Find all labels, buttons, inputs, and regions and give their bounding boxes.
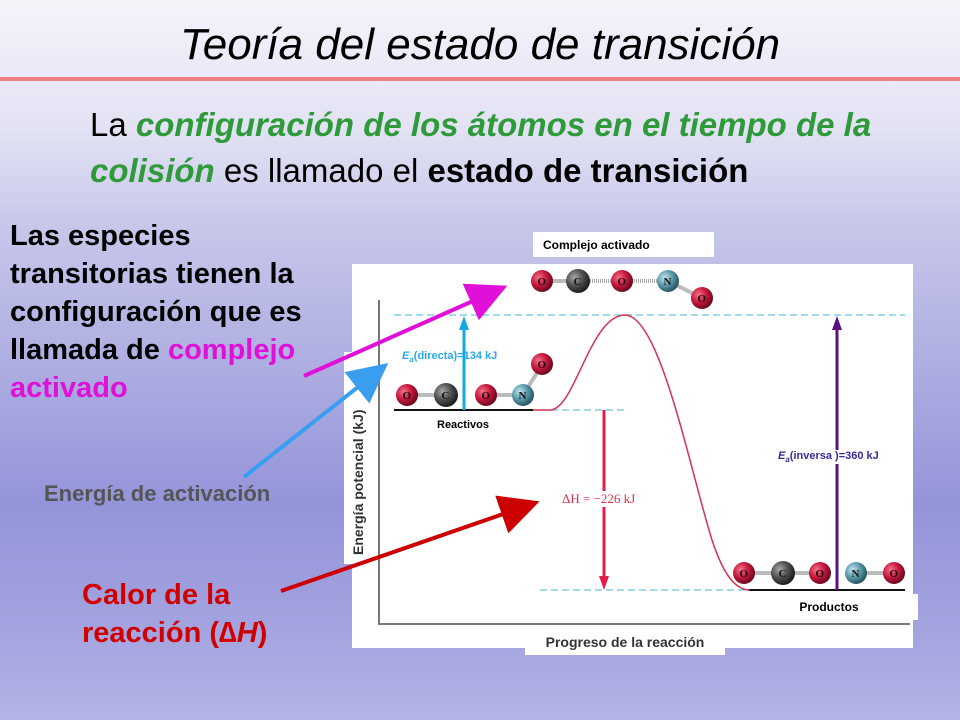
activated-complex-description: Las especies transitorias tienen la conf… — [10, 217, 310, 407]
ea-forward-value: (directa)=134 kJ — [413, 350, 498, 362]
svg-text:C: C — [574, 276, 582, 288]
atom-oxygen-icon: O — [396, 384, 418, 406]
svg-text:C: C — [779, 568, 787, 580]
slide-title: Teoría del estado de transición — [179, 20, 781, 69]
ea-subscript: a — [785, 455, 790, 465]
intro-middle: es llamado el — [214, 152, 428, 189]
svg-text:O: O — [740, 568, 749, 580]
atom-oxygen-icon: O — [733, 562, 755, 584]
activated-complex-molecule: O C O N O — [531, 269, 713, 309]
svg-text:O: O — [538, 276, 547, 288]
atom-oxygen-icon: O — [809, 562, 831, 584]
activation-energy-label: Energía de activación — [44, 481, 271, 506]
activated-complex-label: Complejo activado — [533, 232, 714, 257]
svg-text:N: N — [852, 568, 860, 580]
heat-suffix: ) — [257, 617, 268, 649]
atom-oxygen-icon: O — [691, 287, 713, 309]
atom-oxygen-icon: O — [475, 384, 497, 406]
ea-forward-label: Ea(directa)=134 kJ — [402, 350, 497, 364]
delta-h-arrowhead — [599, 576, 609, 590]
svg-text:O: O — [618, 276, 627, 288]
atom-oxygen-icon: O — [531, 353, 553, 375]
intro-bold: estado de transición — [427, 152, 749, 189]
ea-forward-arrowhead — [459, 316, 469, 330]
heat-symbol: H — [236, 617, 258, 649]
atom-oxygen-icon: O — [883, 562, 905, 584]
description-text: Las especies transitorias tienen la conf… — [10, 220, 302, 366]
heat-of-reaction-label: Calor de la reacción (∆H) — [82, 576, 302, 652]
intro-highlight: configuración de los átomos en el tiempo… — [90, 106, 872, 189]
svg-text:O: O — [538, 359, 547, 371]
ea-reverse-value: (inversa )=360 kJ — [789, 450, 879, 462]
atom-nitrogen-icon: N — [657, 270, 679, 292]
description-highlight: complejo activado — [10, 334, 296, 404]
svg-text:O: O — [698, 293, 707, 305]
svg-text:C: C — [442, 390, 450, 402]
ea-subscript: a — [409, 355, 414, 365]
title-divider — [0, 77, 960, 81]
svg-text:N: N — [519, 390, 527, 402]
atom-carbon-icon: C — [771, 561, 795, 585]
heat-delta: ∆ — [219, 617, 237, 649]
atom-carbon-icon: C — [566, 269, 590, 293]
product-molecules: O C O N O — [733, 561, 905, 585]
delta-h-label: ΔH = −226 kJ — [560, 491, 638, 507]
reactants-label: Reactivos — [437, 419, 489, 431]
atom-nitrogen-icon: N — [512, 384, 534, 406]
svg-text:N: N — [664, 276, 672, 288]
ea-symbol: E — [778, 450, 786, 462]
heat-callout-arrow — [280, 495, 540, 593]
svg-text:O: O — [482, 390, 491, 402]
ea-reverse-label: Ea(inversa )=360 kJ — [776, 450, 881, 465]
heat-prefix: Calor de la reacción ( — [82, 579, 231, 649]
intro-paragraph: La configuración de los átomos en el tie… — [90, 102, 950, 194]
svg-text:O: O — [816, 568, 825, 580]
x-axis-label: Progreso de la reacción — [525, 628, 725, 655]
svg-text:O: O — [403, 390, 412, 402]
reactant-molecules: O C O N O — [396, 353, 553, 407]
atom-oxygen-icon: O — [531, 270, 553, 292]
y-axis-label: Energía potencial (kJ) — [350, 409, 366, 555]
activation-callout-arrow — [242, 363, 389, 479]
ea-symbol: E — [402, 350, 410, 362]
products-label: Productos — [740, 594, 918, 620]
atom-carbon-icon: C — [434, 383, 458, 407]
atom-nitrogen-icon: N — [845, 562, 867, 584]
energy-curve — [533, 314, 751, 591]
ea-reverse-arrowhead — [832, 316, 842, 330]
intro-prefix: La — [90, 106, 136, 143]
atom-oxygen-icon: O — [611, 270, 633, 292]
svg-text:O: O — [890, 568, 899, 580]
y-label-backdrop — [344, 352, 364, 564]
complex-callout-arrow — [303, 283, 508, 378]
